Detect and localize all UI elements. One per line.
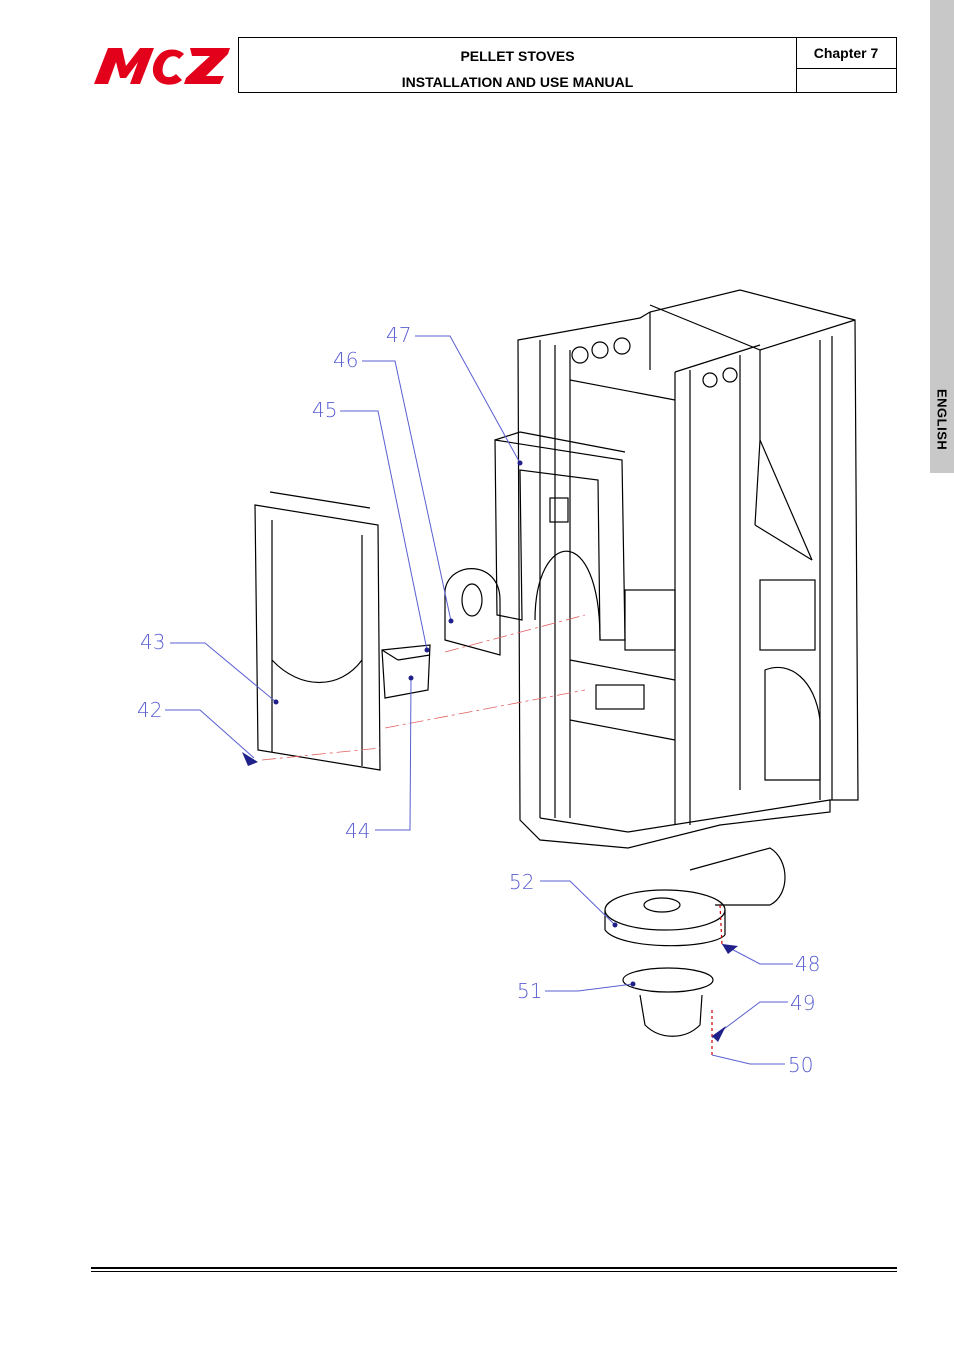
part-44 (381, 644, 431, 699)
header-title: PELLET STOVES (460, 48, 575, 64)
callout-47: 47 (386, 323, 411, 347)
header-subtitle: INSTALLATION AND USE MANUAL (401, 74, 634, 90)
callout-48: 48 (795, 952, 820, 976)
callout-44: 44 (345, 819, 370, 843)
footer-rule-thin (91, 1271, 897, 1272)
part-46 (444, 568, 501, 656)
part-52 (604, 847, 786, 947)
footer-rule (91, 1267, 897, 1269)
callout-45: 45 (312, 398, 337, 422)
language-label: ENGLISH (934, 389, 950, 451)
panel-43 (254, 491, 381, 771)
stove-frame (517, 289, 859, 849)
callout-49: 49 (790, 991, 815, 1015)
callout-46: 46 (333, 348, 358, 372)
language-tab: ENGLISH (930, 0, 954, 473)
callout-43: 43 (140, 630, 165, 654)
callout-51: 51 (517, 979, 542, 1003)
mcz-logo (94, 48, 230, 85)
callout-42: 42 (137, 698, 162, 722)
chapter-label: Chapter 7 (796, 38, 896, 69)
header-box: PELLET STOVES INSTALLATION AND USE MANUA… (238, 37, 897, 93)
panel-47 (494, 431, 626, 641)
header-title-cell: PELLET STOVES INSTALLATION AND USE MANUA… (239, 38, 797, 92)
callout-52: 52 (509, 870, 534, 894)
callout-50: 50 (788, 1053, 813, 1077)
part-51 (622, 967, 714, 1037)
